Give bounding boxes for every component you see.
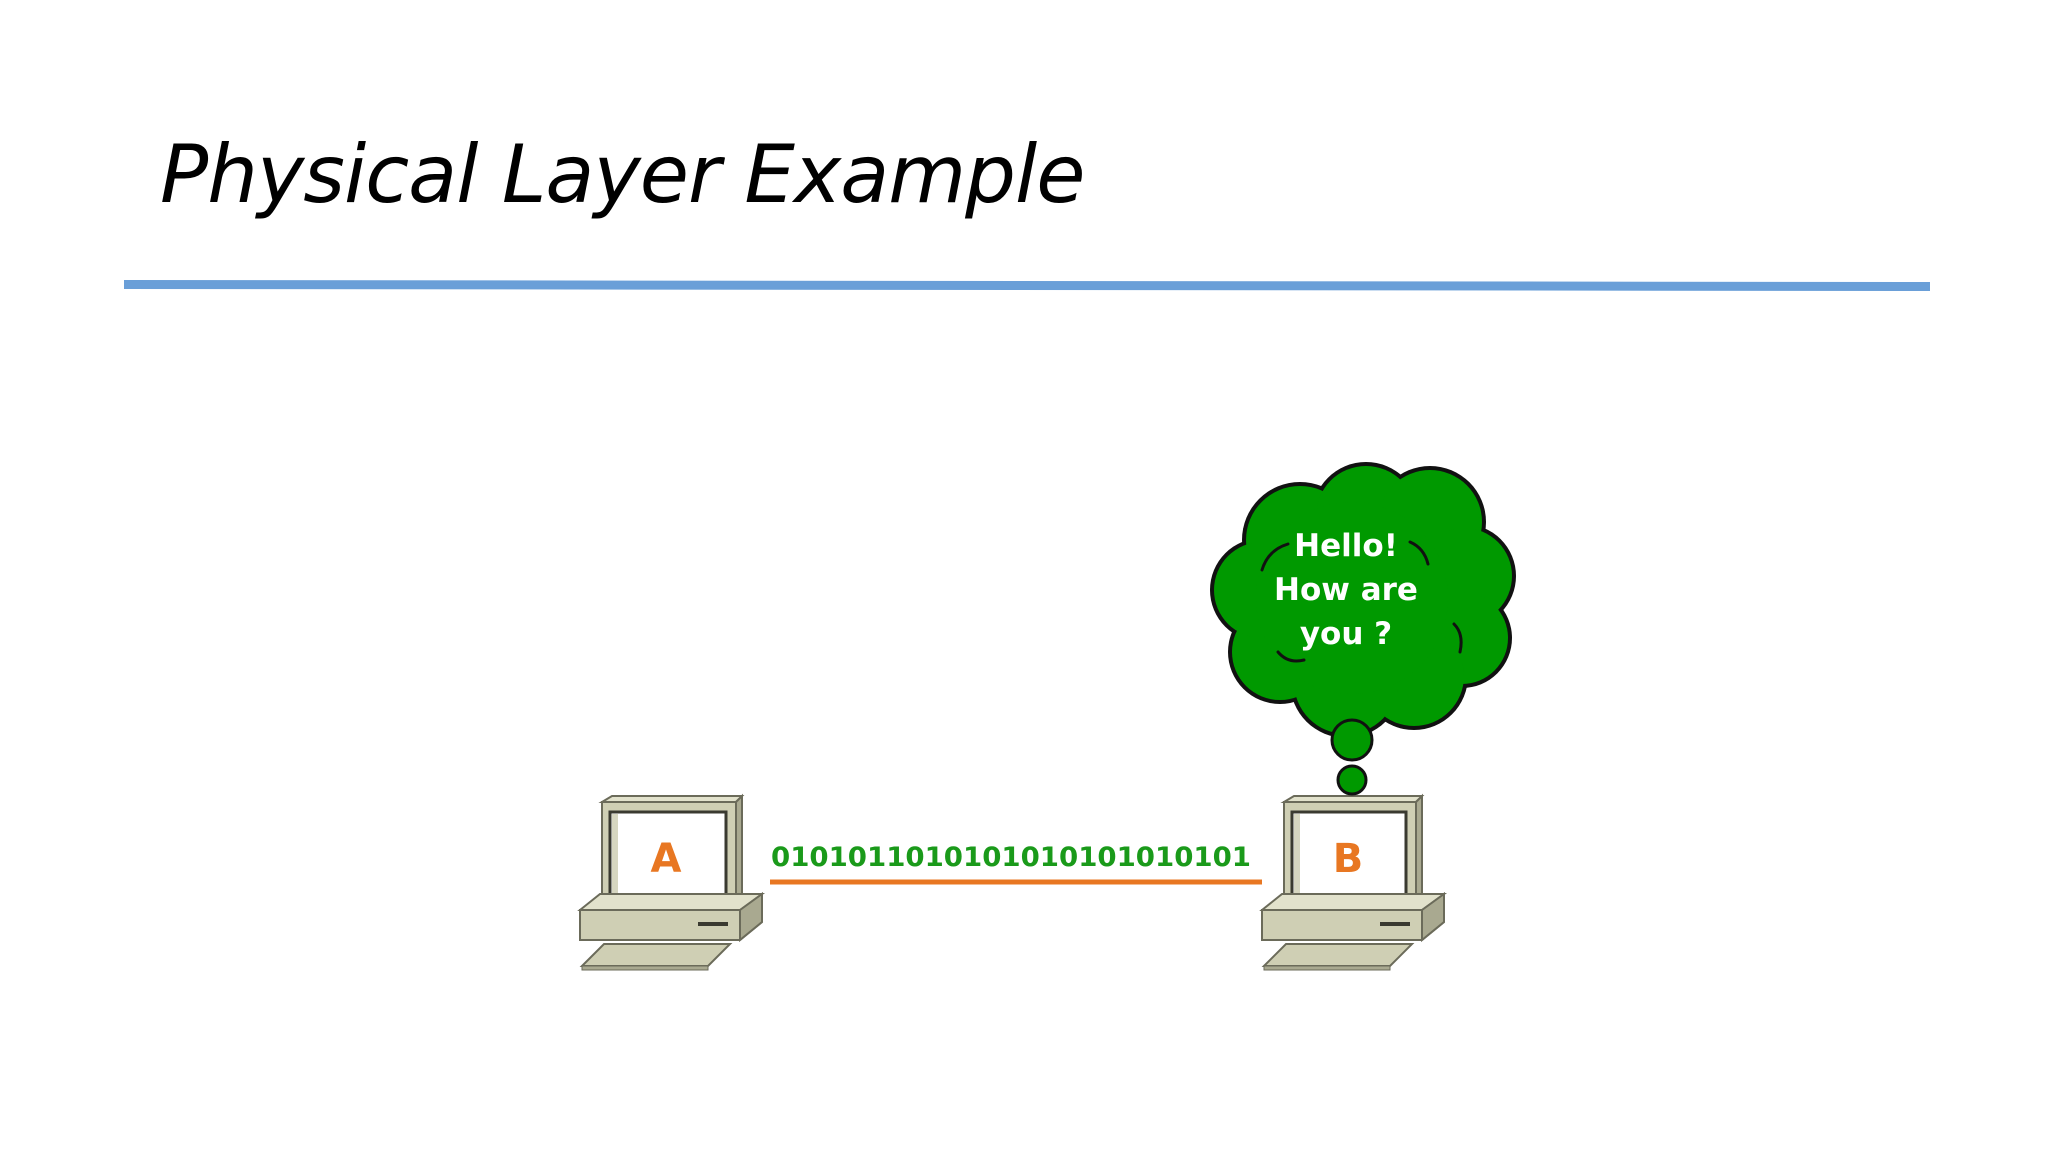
computer-a-label: A: [651, 836, 682, 882]
desktop-computer-icon: [577, 793, 766, 971]
thought-bubble: Hello! How are you ?: [1210, 462, 1516, 796]
thought-bubble-icon: [1210, 462, 1516, 796]
computer-b: B: [1259, 793, 1448, 971]
slide-title: Physical Layer Example: [160, 128, 1085, 221]
desktop-computer-icon: [1259, 793, 1448, 971]
bubble-line-1: Hello!: [1294, 528, 1398, 564]
binary-stream: 0101011010101010101010101: [771, 842, 1251, 873]
bubble-line-2: How are: [1274, 572, 1418, 608]
computer-a: A: [577, 793, 766, 971]
bubble-line-3: you ?: [1300, 616, 1392, 652]
computer-b-label: B: [1333, 836, 1364, 882]
thought-dot-small: [1336, 764, 1368, 796]
thought-dot-large: [1330, 718, 1374, 762]
title-divider: [124, 280, 1930, 291]
title-divider-bar: [124, 280, 1930, 291]
